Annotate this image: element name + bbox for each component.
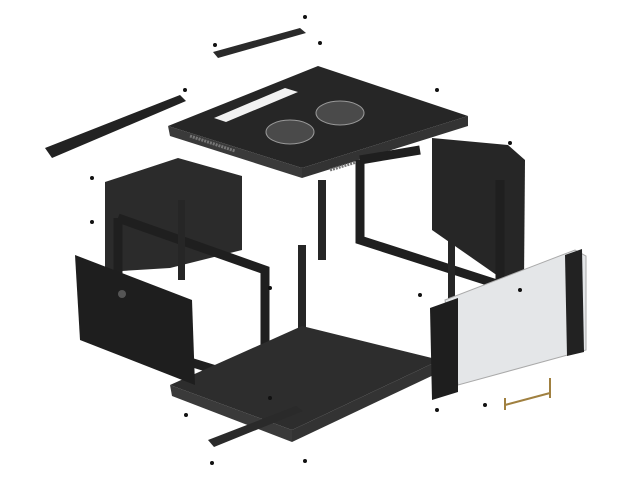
- top-mounting-strip: [213, 28, 306, 58]
- right-back-panel: [432, 138, 525, 282]
- right-side-frame: [355, 145, 505, 292]
- left-back-panel: [105, 158, 242, 272]
- fan-icon: [315, 100, 365, 126]
- glass-front-door: [430, 249, 587, 400]
- left-rail-strip: [45, 95, 186, 158]
- bottom-mounting-strip: [208, 406, 303, 447]
- left-door-panel: [75, 255, 195, 385]
- mounting-rails: [178, 180, 455, 355]
- screws: [90, 15, 522, 465]
- hinge-pins: [504, 378, 551, 410]
- bottom-base: [170, 326, 440, 442]
- lock-icon: [118, 290, 126, 298]
- cable-slot: [214, 88, 298, 122]
- top-panel: [168, 66, 468, 178]
- fan-icon: [265, 119, 315, 145]
